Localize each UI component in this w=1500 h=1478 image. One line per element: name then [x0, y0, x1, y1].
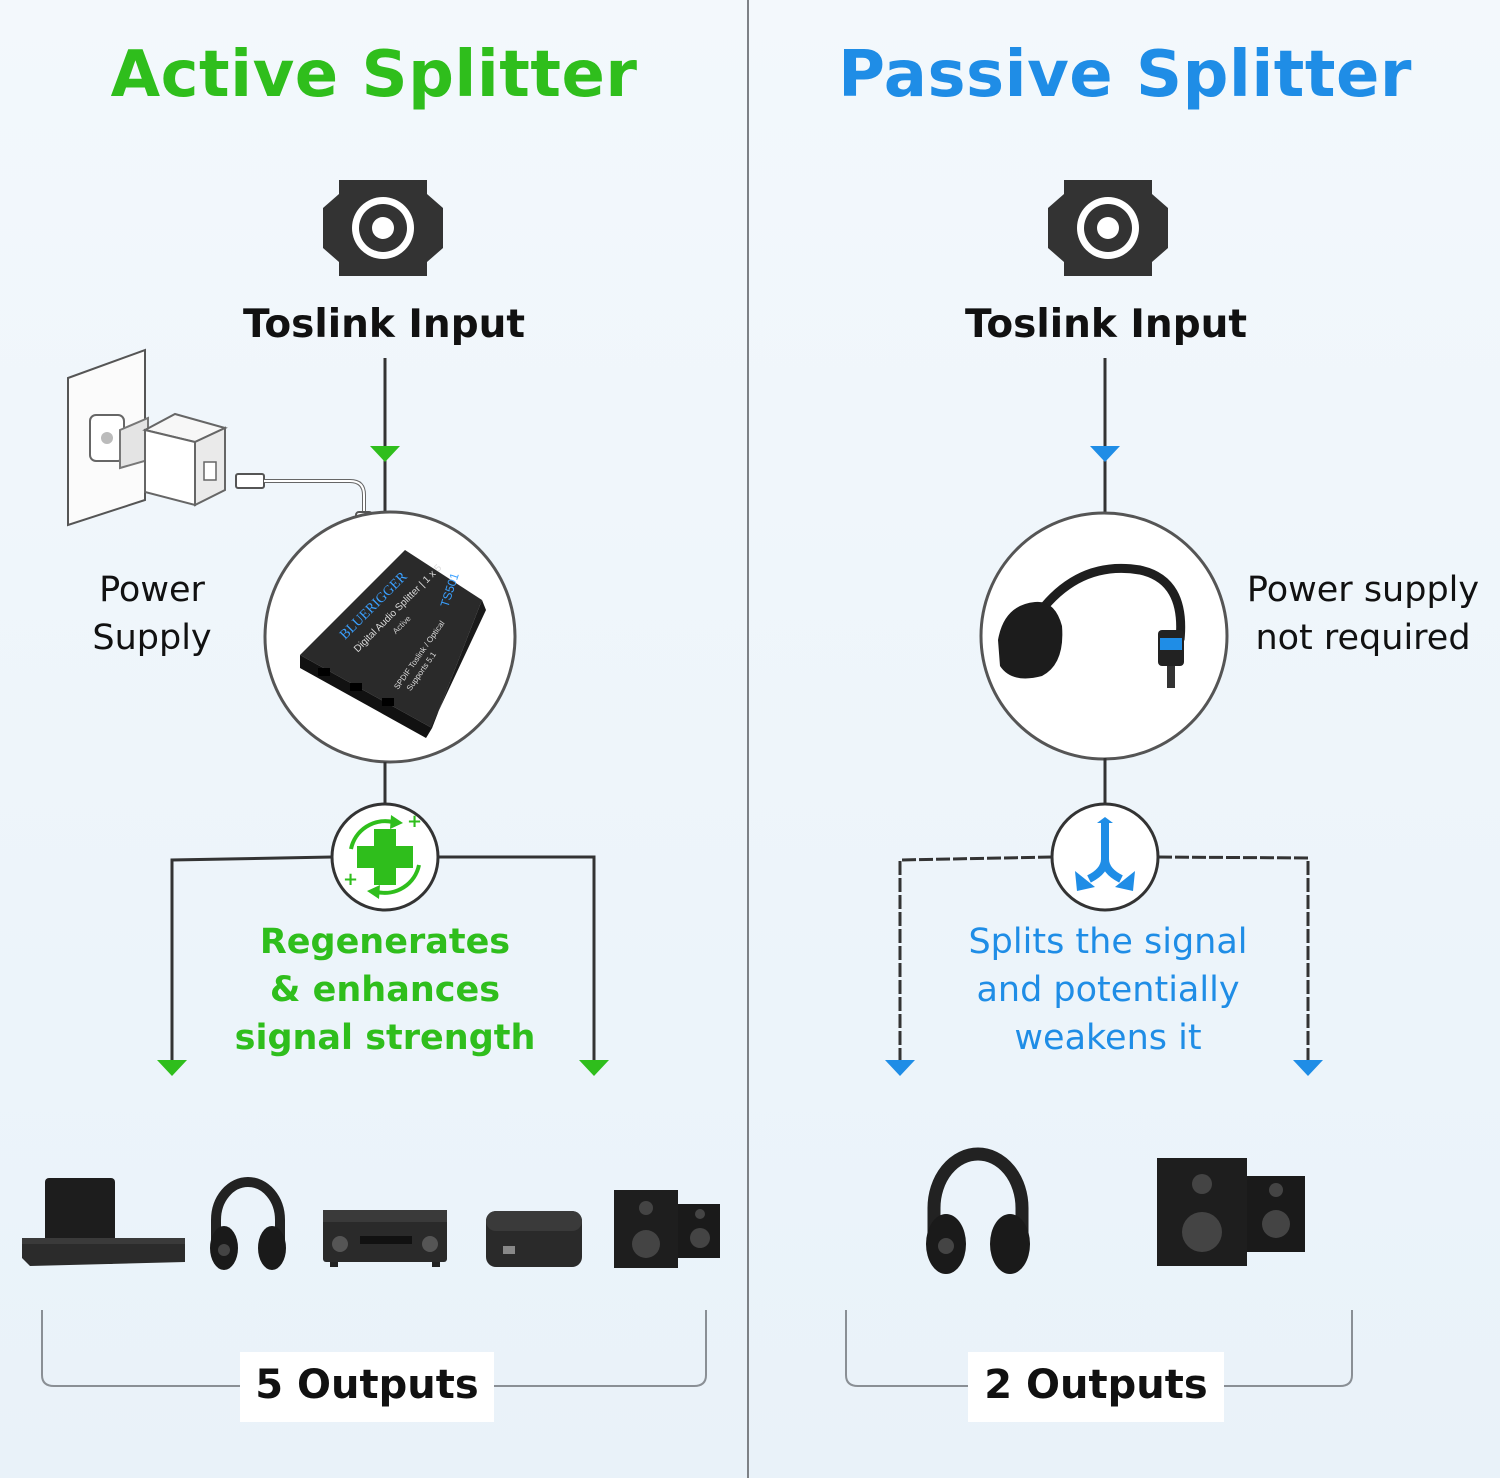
passive-splitter-cable	[998, 563, 1186, 688]
toslink-port-icon	[1048, 180, 1168, 276]
active-input-label: Toslink Input	[242, 302, 526, 347]
active-power-line2: Supply	[92, 618, 212, 658]
active-splitter-panel: BLUERIGGER Digital Audio Splitter | 1 x …	[0, 0, 748, 1478]
power-adapter-icon	[119, 412, 228, 507]
passive-feature-line1: Splits the signal	[968, 922, 1248, 962]
active-branch-right	[438, 855, 596, 1060]
passive-feature-line3: weakens it	[1014, 1018, 1202, 1058]
av-receiver-icon	[323, 1210, 447, 1267]
toslink-port-icon	[323, 180, 443, 276]
headphones-icon	[210, 1177, 286, 1270]
active-outputs-label: 5 Outputs	[240, 1352, 494, 1422]
passive-title: Passive Splitter	[838, 38, 1412, 112]
passive-outputs-label: 2 Outputs	[968, 1352, 1224, 1422]
output-arrow-right	[579, 1060, 609, 1076]
bookshelf-speakers-icon	[1157, 1158, 1305, 1266]
active-feature-line1: Regenerates	[259, 922, 511, 962]
active-feature-text: Regenerates & enhances signal strength	[200, 918, 570, 1062]
panel-divider	[747, 0, 749, 1478]
input-arrow	[370, 446, 400, 462]
passive-power-label: Power supply not required	[1228, 566, 1498, 662]
passive-diagram-graphics	[845, 180, 1353, 1387]
bookshelf-speakers-icon	[614, 1190, 720, 1268]
passive-branch-right	[1157, 855, 1310, 1060]
passive-input-label: Toslink Input	[964, 302, 1248, 347]
headphones-icon	[926, 1147, 1030, 1274]
passive-feature-text: Splits the signal and potentially weaken…	[935, 918, 1281, 1062]
active-title: Active Splitter	[110, 38, 638, 112]
output-arrow-left	[885, 1060, 915, 1076]
svg-text:+: +	[343, 869, 358, 890]
bluetooth-transmitter-icon	[486, 1211, 582, 1267]
passive-feature-line2: and potentially	[976, 970, 1240, 1010]
passive-power-line2: not required	[1255, 618, 1471, 658]
active-diagram-graphics: BLUERIGGER Digital Audio Splitter | 1 x …	[22, 180, 720, 1387]
active-power-label: Power Supply	[72, 566, 232, 662]
active-power-line1: Power	[99, 570, 205, 610]
split-arrows-icon	[1075, 817, 1135, 891]
output-arrow-left	[157, 1060, 187, 1076]
active-splitter-device: BLUERIGGER Digital Audio Splitter | 1 x …	[300, 550, 486, 738]
soundbar-icon	[22, 1178, 185, 1266]
active-branch-left	[170, 855, 333, 1060]
wall-outlet-icon	[67, 348, 146, 527]
active-feature-line3: signal strength	[234, 1018, 536, 1058]
output-arrow-right	[1293, 1060, 1323, 1076]
active-feature-line2: & enhances	[269, 970, 501, 1010]
signal-boost-icon: + +	[343, 811, 422, 899]
passive-branch-left	[898, 855, 1053, 1060]
passive-splitter-panel: Passive Splitter Toslink Input Power sup…	[750, 0, 1500, 1478]
passive-power-line1: Power supply	[1246, 570, 1480, 610]
input-arrow	[1090, 446, 1120, 462]
svg-text:+: +	[407, 811, 422, 832]
